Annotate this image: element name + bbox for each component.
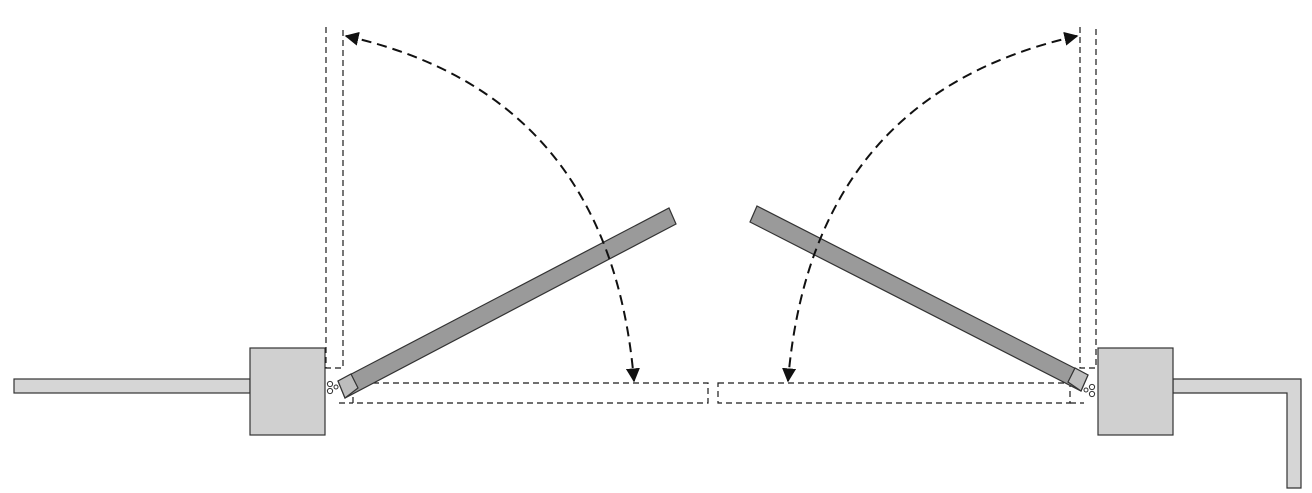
left-gate-leaf (337, 207, 677, 399)
right-swing-arrow (782, 31, 1079, 383)
right-pillar (1097, 347, 1174, 436)
left-open-position-outline (325, 27, 344, 369)
closed-position-outline-ends (339, 382, 1084, 404)
closed-position-outline-right (717, 382, 1071, 404)
closed-position-outline-left (352, 382, 709, 404)
left-hinge (326, 373, 359, 399)
left-wall (13, 378, 251, 394)
left-pillar (249, 347, 326, 436)
right-open-position-outline (1079, 27, 1097, 369)
left-swing-arrow (344, 31, 640, 383)
right-wall (1172, 378, 1302, 489)
